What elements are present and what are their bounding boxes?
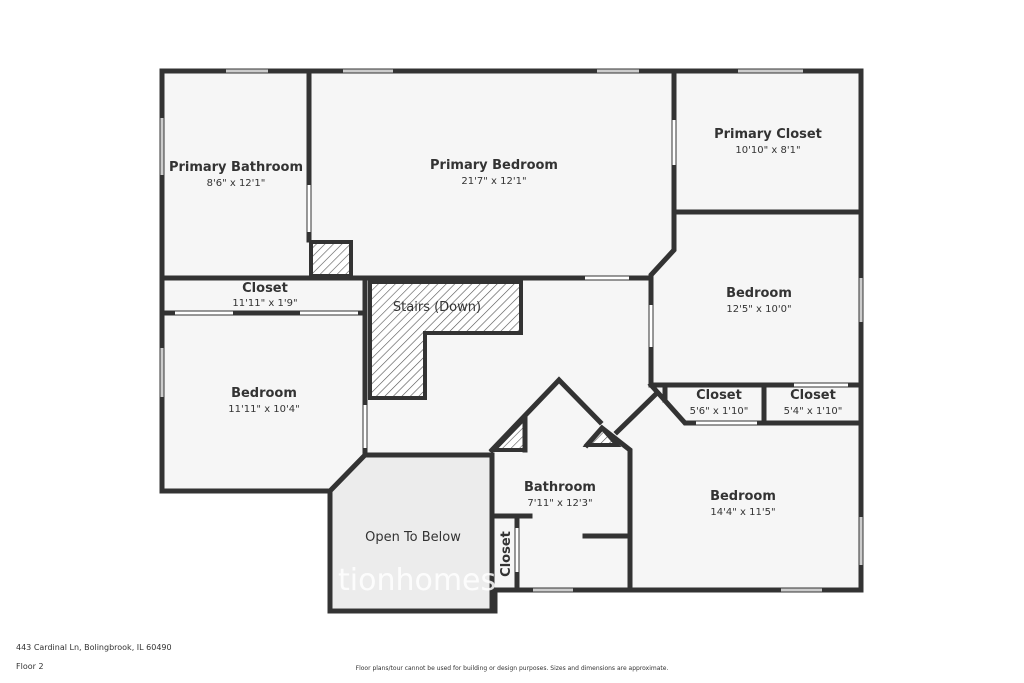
room-dim-closet-mid1: 5'6" x 1'10" [690,406,749,417]
room-dim-primary-closet: 10'10" x 8'1" [735,145,800,156]
room-dim-primary-bedroom: 21'7" x 12'1" [461,176,526,187]
room-dim-closet-mid2: 5'4" x 1'10" [784,406,843,417]
windows [160,69,863,592]
room-name-stairs: Stairs (Down) [393,300,481,315]
room-name-primary-closet: Primary Closet [714,127,822,142]
room-name-primary-bedroom: Primary Bedroom [430,158,558,173]
room-name-bedroom-bottom: Bedroom [710,489,776,504]
room-name-closet-top: Closet [242,281,288,296]
hatch-box-1 [309,240,353,278]
door-openings [175,120,848,572]
room-name-bedroom-left: Bedroom [231,386,297,401]
room-dim-bathroom: 7'11" x 12'3" [527,498,592,509]
room-name-bathroom: Bathroom [524,480,596,495]
room-dim-bedroom-left: 11'11" x 10'4" [228,404,300,415]
disclaimer-text: Floor plans/tour cannot be used for buil… [355,665,669,672]
room-name-primary-bathroom: Primary Bathroom [169,160,303,175]
room-dim-primary-bathroom: 8'6" x 12'1" [207,178,266,189]
floor-label: Floor 2 [16,662,44,671]
room-dim-closet-top: 11'11" x 1'9" [232,298,297,309]
room-name-open-below: Open To Below [365,530,461,545]
room-name-closet-mid2: Closet [790,388,836,403]
room-name-closet-mid1: Closet [696,388,742,403]
room-dim-bedroom-right: 12'5" x 10'0" [726,304,791,315]
open-to-below-area [332,456,491,608]
address-text: 443 Cardinal Ln, Bolingbrook, IL 60490 [16,643,172,652]
room-name-closet-small: Closet [499,531,514,577]
room-dim-bedroom-bottom: 14'4" x 11'5" [710,507,775,518]
floor-area [162,71,861,611]
room-name-bedroom-right: Bedroom [726,286,792,301]
watermark: tionhomes [338,563,496,598]
stairs-hatch [368,280,523,400]
